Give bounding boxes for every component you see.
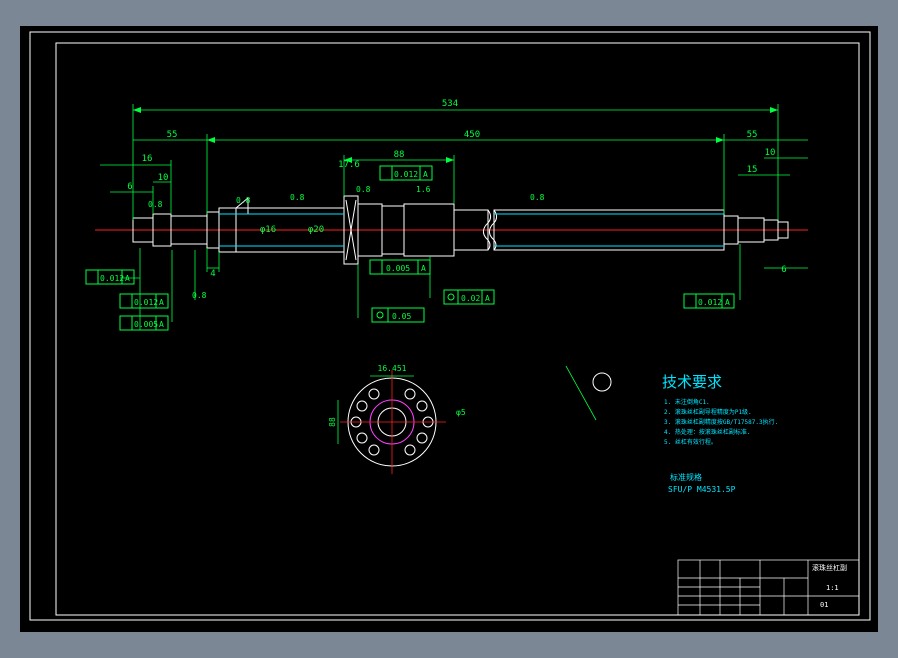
dim-4: 4	[210, 269, 215, 279]
flange-view: 16.451 88 φ5	[328, 364, 466, 474]
note-2: 2. 滚珠丝杠副导程精度为P1级.	[664, 408, 752, 416]
tol-4-datum: A	[421, 264, 426, 273]
flange-dim-top: 16.451	[378, 364, 407, 373]
flange-dim-right: φ5	[456, 408, 466, 417]
tol-frame-6: 0.02 A	[443, 289, 495, 305]
tol-1-datum: A	[125, 274, 130, 283]
title-block-texts: 滚珠丝杠副 1:1 01	[812, 563, 847, 609]
dim-left-seg: 55	[167, 130, 178, 140]
tol-8-value: 0.012	[698, 298, 722, 307]
bolt-holes	[350, 388, 434, 456]
roughness-5: 0.8	[356, 185, 371, 194]
dim-6: 6	[127, 182, 132, 192]
tol-5-value: 0.012	[394, 170, 418, 179]
tol-4-value: 0.005	[386, 264, 410, 273]
tol-6-datum: A	[485, 294, 490, 303]
note-3: 3. 滚珠丝杠副精度按GB/T17587.3执行.	[664, 418, 778, 426]
title-name: 滚珠丝杠副	[812, 563, 847, 572]
technical-notes: 技术要求 1. 未注倒角C1. 2. 滚珠丝杠副导程精度为P1级. 3. 滚珠丝…	[662, 373, 778, 494]
tol-frame-2: 0.012 A	[119, 293, 169, 309]
tol-frame-7: 0.05	[371, 307, 425, 323]
tol-2-datum: A	[159, 298, 164, 307]
flange-dim-left: 88	[328, 417, 337, 427]
roughness-marks: 0.8 0.8 0.8 1.6 0.8 0.8 0.8	[148, 185, 545, 300]
tol-frame-1: 0.012 A	[85, 269, 135, 285]
roughness-6: 0.8	[530, 193, 545, 202]
dim-bore-20: φ20	[308, 225, 324, 235]
tol-2-value: 0.012	[134, 298, 158, 307]
dim-10: 10	[158, 173, 169, 183]
spec-heading: 标准规格	[670, 472, 702, 482]
dim-screw-length: 450	[464, 130, 480, 140]
title-scale: 1:1	[826, 584, 839, 592]
dimension-lines	[100, 104, 808, 330]
tol-6-value: 0.02	[461, 294, 480, 303]
paper	[20, 26, 878, 632]
title-number: 01	[820, 601, 828, 609]
tolerance-frames: 0.012 A 0.012 A 0.005 A 0.005 A	[85, 165, 735, 331]
dim-nut-88: 88	[394, 150, 405, 160]
note-5: 5. 丝杠有效行程。	[664, 438, 717, 446]
title-block	[677, 559, 860, 616]
dim-10-right: 10	[765, 148, 776, 158]
hidden-lines	[219, 213, 724, 247]
tol-3-datum: A	[159, 320, 164, 329]
dim-overall: 534	[442, 99, 458, 109]
shaft-view	[95, 195, 808, 265]
dimension-texts: 534 450 55 55 16 6 10 88 17.6 10 15 6 4 …	[127, 99, 786, 279]
note-1: 1. 未注倒角C1.	[664, 398, 710, 406]
note-4: 4. 热处理：按滚珠丝杠副标准.	[664, 428, 750, 436]
spec-code: SFU/P M4531.5P	[668, 485, 736, 494]
tol-frame-4: 0.005 A	[369, 259, 431, 275]
roughness-2: 0.8	[236, 196, 251, 205]
notes-title: 技术要求	[662, 373, 722, 391]
arrowheads	[133, 107, 778, 163]
tol-5-datum: A	[423, 170, 428, 179]
roughness-4: 1.6	[416, 185, 431, 194]
tol-frame-8: 0.012 A	[683, 293, 735, 309]
outer-border	[29, 31, 871, 621]
tol-8-datum: A	[725, 298, 730, 307]
dim-16: 16	[142, 154, 153, 164]
roughness-7: 0.8	[192, 291, 207, 300]
dim-bore-16: φ16	[260, 225, 276, 235]
tol-frame-3: 0.005 A	[119, 315, 169, 331]
detail-view	[565, 365, 612, 421]
roughness-3: 0.8	[290, 193, 305, 202]
dim-right-seg: 55	[747, 130, 758, 140]
tol-1-value: 0.012	[100, 274, 124, 283]
dim-6-right: 6	[781, 265, 786, 275]
tol-3-value: 0.005	[134, 320, 158, 329]
tol-frame-5: 0.012 A	[379, 165, 433, 181]
inner-border	[55, 42, 860, 616]
tol-7-value: 0.05	[392, 312, 411, 321]
dim-17-6: 17.6	[338, 160, 360, 170]
roughness-1: 0.8	[148, 200, 163, 209]
dim-15-right: 15	[747, 165, 758, 175]
